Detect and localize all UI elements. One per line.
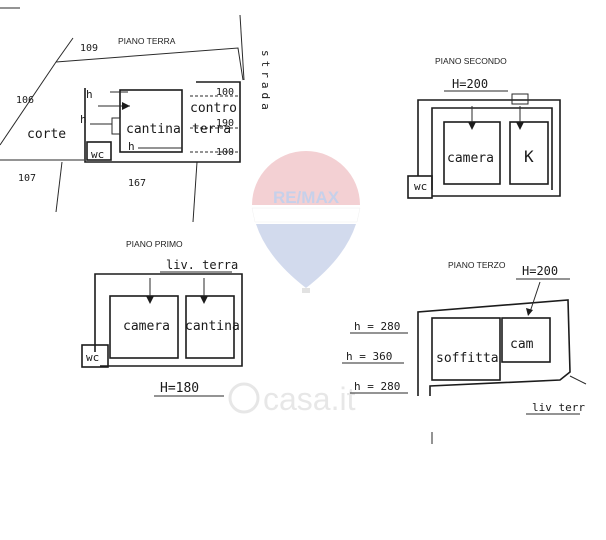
casa-logo-text: casa.it: [263, 381, 356, 417]
soffitta-room: [431, 317, 501, 381]
ground-floor-title: PIANO TERRA: [118, 36, 176, 46]
label-wc-first: wc: [86, 351, 99, 364]
label-190: 190: [216, 118, 234, 129]
second-floor-outline: [417, 99, 561, 197]
boundary-line-right: [192, 161, 198, 223]
label-h-3: h: [128, 140, 135, 153]
label-terra: terra: [192, 122, 231, 137]
label-strada: strada: [259, 50, 272, 114]
label-camera-second: camera: [447, 151, 494, 166]
label-soffitta: soffitta: [436, 351, 499, 366]
second-floor-inner: [431, 107, 553, 190]
label-100-top: 100: [216, 87, 234, 98]
label-h-1: h: [86, 88, 93, 101]
first-floor-outline: [94, 273, 243, 367]
label-h-360: h = 360: [346, 350, 392, 363]
label-contro: contro: [190, 101, 237, 116]
second-floor-title: PIANO SECONDO: [435, 56, 507, 66]
third-arrow-right: [569, 375, 587, 385]
first-arrow-head-2: [200, 296, 208, 304]
parcel-107: 107: [18, 173, 36, 184]
second-stair: [511, 93, 529, 105]
label-corte: corte: [27, 127, 66, 142]
casa-watermark: casa.it: [228, 381, 356, 417]
label-cam: cam: [510, 337, 534, 352]
label-cantina-first: cantina: [185, 319, 240, 334]
second-floor-plan: PIANO SECONDO H=200 camera K wc: [407, 56, 561, 199]
label-h-280-bottom: h = 280: [354, 380, 400, 393]
ground-floor-plan: PIANO TERRA 109 106 107 167 100 190 100 …: [0, 7, 272, 223]
first-floor-plan: PIANO PRIMO liv. terra camera cantina wc…: [81, 239, 243, 397]
second-arrow-head-2: [516, 122, 524, 130]
entry-arrow-head: [122, 102, 130, 110]
label-camera-first: camera: [123, 319, 170, 334]
remax-logo-text: RE/MAX: [273, 188, 340, 207]
first-arrow-head-1: [146, 296, 154, 304]
ground-wc-room: [86, 141, 112, 161]
ground-floor-outline: [84, 81, 241, 163]
remax-watermark: RE/MAX: [251, 151, 361, 293]
third-arrow-top: [529, 281, 541, 313]
ground-stair: [111, 117, 121, 135]
second-wc-room: [407, 175, 433, 199]
label-liv-terr: liv terr: [532, 401, 585, 414]
boundary-line-parcel: [55, 161, 63, 213]
second-arrow-head-1: [468, 122, 476, 130]
second-floor-height: H=200: [452, 77, 488, 91]
boundary-line-top: [55, 47, 244, 81]
remax-basket: [302, 288, 310, 293]
third-floor-height: H=200: [522, 264, 558, 278]
first-wc-room: [81, 344, 109, 368]
casa-logo-circle: [228, 382, 260, 414]
third-arrow-head-top: [526, 308, 533, 316]
label-h-280-top: h = 280: [354, 320, 400, 333]
kitchen-room: [509, 121, 549, 185]
label-100-bottom: 100: [216, 147, 234, 158]
parcel-167: 167: [128, 178, 146, 189]
cam-room: [501, 317, 551, 363]
label-h-2: h: [80, 113, 87, 126]
label-cantina-ground: cantina: [126, 122, 181, 137]
remax-balloon-band: [251, 207, 361, 223]
third-floor-title: PIANO TERZO: [448, 260, 506, 270]
parcel-106: 106: [16, 95, 34, 106]
boundary-line-road: [239, 14, 245, 81]
parcel-109: 109: [80, 43, 98, 54]
third-floor-outline: [417, 299, 571, 396]
label-k: K: [524, 147, 534, 166]
remax-balloon-red: [252, 151, 360, 205]
third-floor-plan: PIANO TERZO H=200 h = 280 h = 360 h = 28…: [342, 260, 587, 444]
cantina-room-first: [185, 295, 235, 359]
camera-room-first: [109, 295, 179, 359]
first-floor-height: H=180: [160, 381, 199, 396]
label-liv-terra: liv. terra: [166, 258, 238, 272]
remax-balloon-blue: [256, 224, 356, 288]
first-floor-title: PIANO PRIMO: [126, 239, 183, 249]
label-wc-ground: wc: [91, 148, 104, 161]
label-wc-second: wc: [414, 180, 427, 193]
